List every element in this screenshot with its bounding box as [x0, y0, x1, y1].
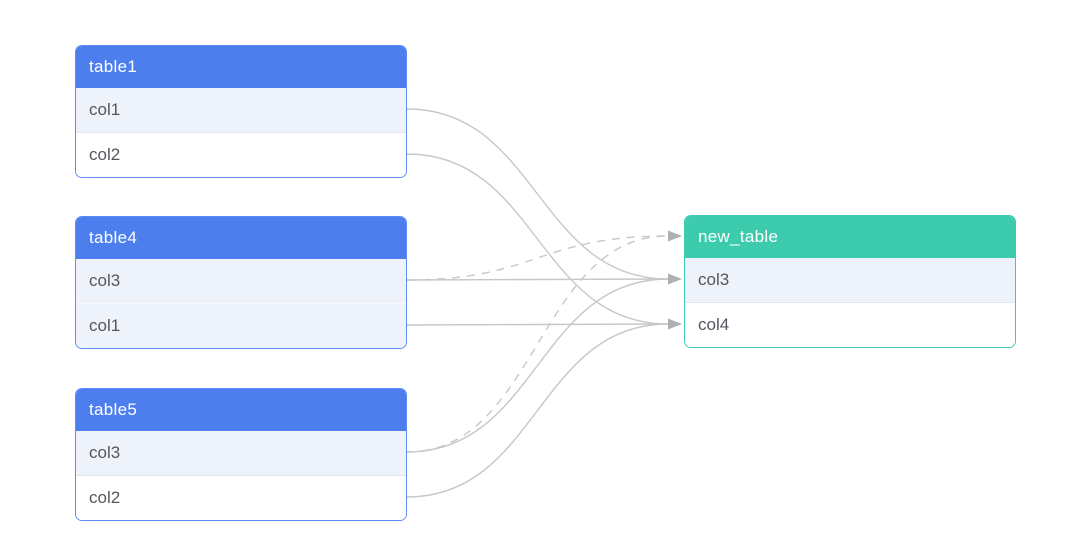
lineage-edge: [406, 278, 669, 281]
lineage-edge: [406, 323, 669, 498]
table-node-table4[interactable]: table4 col3 col1: [75, 216, 407, 349]
table-header[interactable]: new_table: [685, 216, 1015, 258]
column-label: col1: [89, 316, 121, 335]
table-title: table4: [89, 228, 138, 247]
column-label: col1: [89, 100, 121, 119]
column-label: col4: [698, 315, 730, 334]
table-header[interactable]: table1: [76, 46, 406, 88]
arrow-head-icon: [668, 230, 682, 242]
table-node-table5[interactable]: table5 col3 col2: [75, 388, 407, 521]
column-row[interactable]: col2: [76, 132, 406, 177]
column-label: col3: [89, 271, 121, 290]
table-title: table1: [89, 57, 138, 76]
column-label: col2: [89, 145, 121, 164]
table-header[interactable]: table4: [76, 217, 406, 259]
column-label: col3: [698, 270, 730, 289]
column-label: col2: [89, 488, 121, 507]
arrow-head-icon: [668, 273, 682, 285]
lineage-edge: [406, 323, 669, 326]
table-node-new_table[interactable]: new_table col3 col4: [684, 215, 1016, 348]
lineage-edge: [406, 278, 669, 453]
table-header[interactable]: table5: [76, 389, 406, 431]
lineage-edge-dashed: [406, 235, 669, 453]
column-row[interactable]: col2: [76, 475, 406, 520]
table-node-table1[interactable]: table1 col1 col2: [75, 45, 407, 178]
lineage-edge: [406, 108, 669, 280]
table-title: table5: [89, 400, 138, 419]
lineage-edge: [406, 153, 669, 325]
arrow-head-icon: [668, 318, 682, 330]
column-row[interactable]: col1: [76, 303, 406, 348]
column-row[interactable]: col4: [685, 302, 1015, 347]
column-row[interactable]: col3: [76, 431, 406, 475]
column-row[interactable]: col3: [76, 259, 406, 303]
column-label: col3: [89, 443, 121, 462]
column-row[interactable]: col3: [685, 258, 1015, 302]
column-row[interactable]: col1: [76, 88, 406, 132]
table-title: new_table: [698, 227, 779, 246]
